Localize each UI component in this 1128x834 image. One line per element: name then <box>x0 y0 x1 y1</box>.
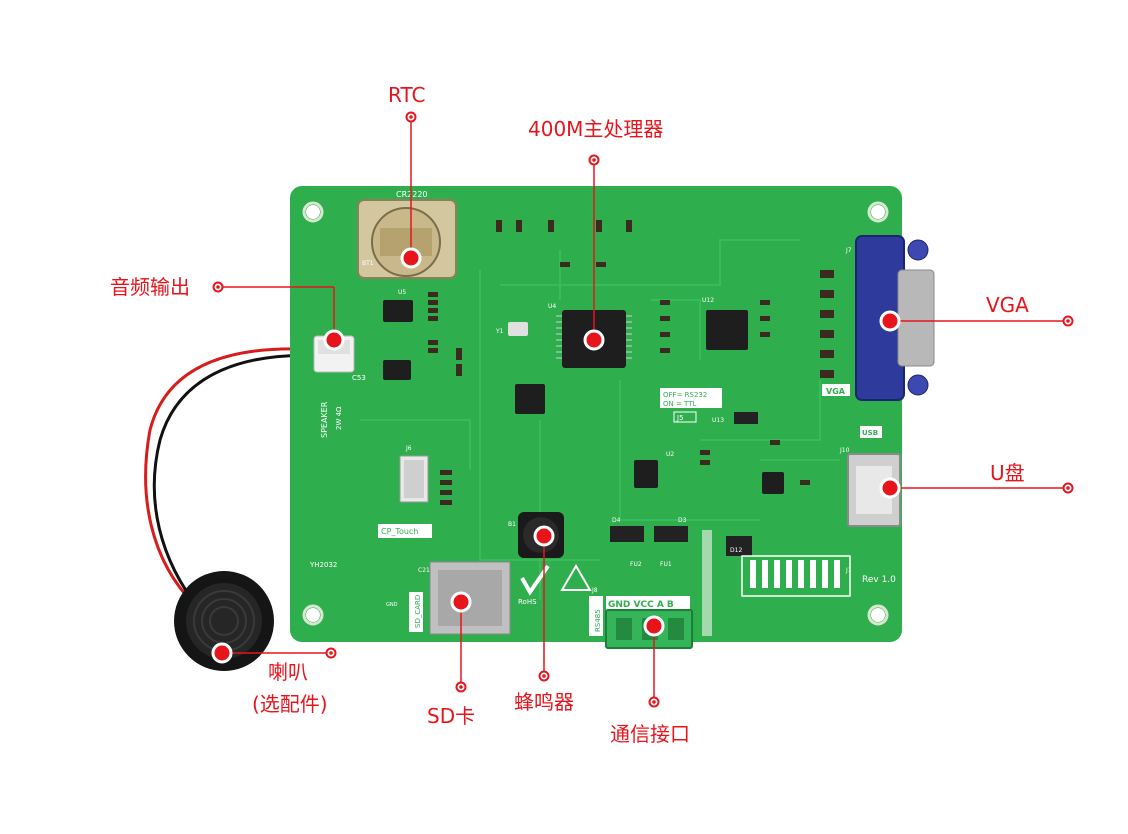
speaker-marker <box>211 642 233 664</box>
rs485-silk: RS485 <box>594 609 602 632</box>
speaker-wires <box>144 347 323 611</box>
usb-silk: USB <box>862 429 878 437</box>
battery-label: CR2220 <box>396 190 428 199</box>
callout-markers <box>211 111 1074 708</box>
battery-ref: BT1 <box>362 260 374 267</box>
serial-mode-label: OFF= RS232 ON = TTL J5 U13 U2 <box>660 388 758 458</box>
vga-silk: VGA <box>826 387 846 396</box>
comm-port-label: 通信接口 <box>610 722 690 746</box>
j1-label: J1 <box>845 567 852 574</box>
audio-out-marker <box>323 329 345 351</box>
terminal-silk: GND VCC A B <box>608 600 674 610</box>
gnd-silk: GND <box>386 602 398 608</box>
j6-label: J6 <box>405 445 412 452</box>
speaker-silk: SPEAKER 2W 4Ω C53 <box>320 374 366 438</box>
cpu-marker <box>583 329 605 351</box>
j5-label: J5 <box>676 414 684 422</box>
j10-label: J10 <box>839 447 850 454</box>
small-chips <box>383 300 784 494</box>
touch-connector: CP_Touch J6 <box>378 445 432 538</box>
serial-on-text: ON = TTL <box>663 400 696 408</box>
rohs-text: RoHS <box>518 598 537 606</box>
d4-label: D4 <box>612 517 621 524</box>
j8-label: J8 <box>591 587 598 594</box>
sd-card-label: SD卡 <box>427 704 476 728</box>
vga-label: VGA <box>986 293 1029 317</box>
b1-label: B1 <box>508 521 516 528</box>
c21-label: C21 <box>418 567 430 574</box>
callout-lines <box>218 117 1068 702</box>
u13-label: U13 <box>712 417 724 424</box>
sd-card-silk: SD_CARD <box>414 595 422 628</box>
buzzer-label: 蜂鸣器 <box>514 690 574 714</box>
fu2-label: FU2 <box>630 561 642 568</box>
c53-label: C53 <box>352 374 366 382</box>
d12-label: D12 <box>730 547 742 554</box>
rtc-label: RTC <box>388 83 426 107</box>
touch-silk: CP_Touch <box>381 527 418 536</box>
serial-off-text: OFF= RS232 <box>663 391 707 399</box>
coin-battery-holder: CR2220 BT1 <box>357 190 457 279</box>
cpu-label: 400M主处理器 <box>528 117 664 141</box>
comm-marker <box>643 615 665 637</box>
passive-components <box>428 220 834 505</box>
speaker-label-line1: 喇叭 <box>268 660 308 684</box>
u2-label: U2 <box>666 451 674 458</box>
u4-label: U4 <box>548 303 556 310</box>
light-guide <box>702 530 712 636</box>
speaker-label-line2: (选配件) <box>252 692 328 716</box>
speaker-component <box>174 571 274 671</box>
rev-label: Rev 1.0 <box>862 575 896 585</box>
d3-label: D3 <box>678 517 687 524</box>
edge-connector: J1 Rev 1.0 <box>741 555 896 597</box>
terminal-block: GND VCC A B RS485 J8 <box>589 587 693 649</box>
u12-label: U12 <box>702 297 714 304</box>
crystal <box>508 322 528 336</box>
sd-marker <box>450 591 472 613</box>
u5-label: U5 <box>398 289 406 296</box>
rtc-marker <box>400 247 422 269</box>
usb-marker <box>879 477 901 499</box>
usb-disk-label: U盘 <box>990 461 1025 485</box>
diodes: D4 D3 D12 FU2 FU1 <box>610 517 752 568</box>
buzzer-marker <box>533 525 555 547</box>
rohs-logo: RoHS <box>518 564 592 606</box>
speaker-silk-label: SPEAKER <box>320 401 329 438</box>
fu1-label: FU1 <box>660 561 672 568</box>
model-silk: YH2032 <box>309 561 337 569</box>
y1-label: Y1 <box>495 328 504 335</box>
speaker-silk-rating: 2W 4Ω <box>335 406 343 430</box>
audio-out-label: 音频输出 <box>110 275 190 299</box>
vga-marker <box>879 310 901 332</box>
u12-chip: U12 <box>702 297 748 350</box>
pcb-board <box>290 186 902 642</box>
j7-label: J7 <box>845 247 852 254</box>
